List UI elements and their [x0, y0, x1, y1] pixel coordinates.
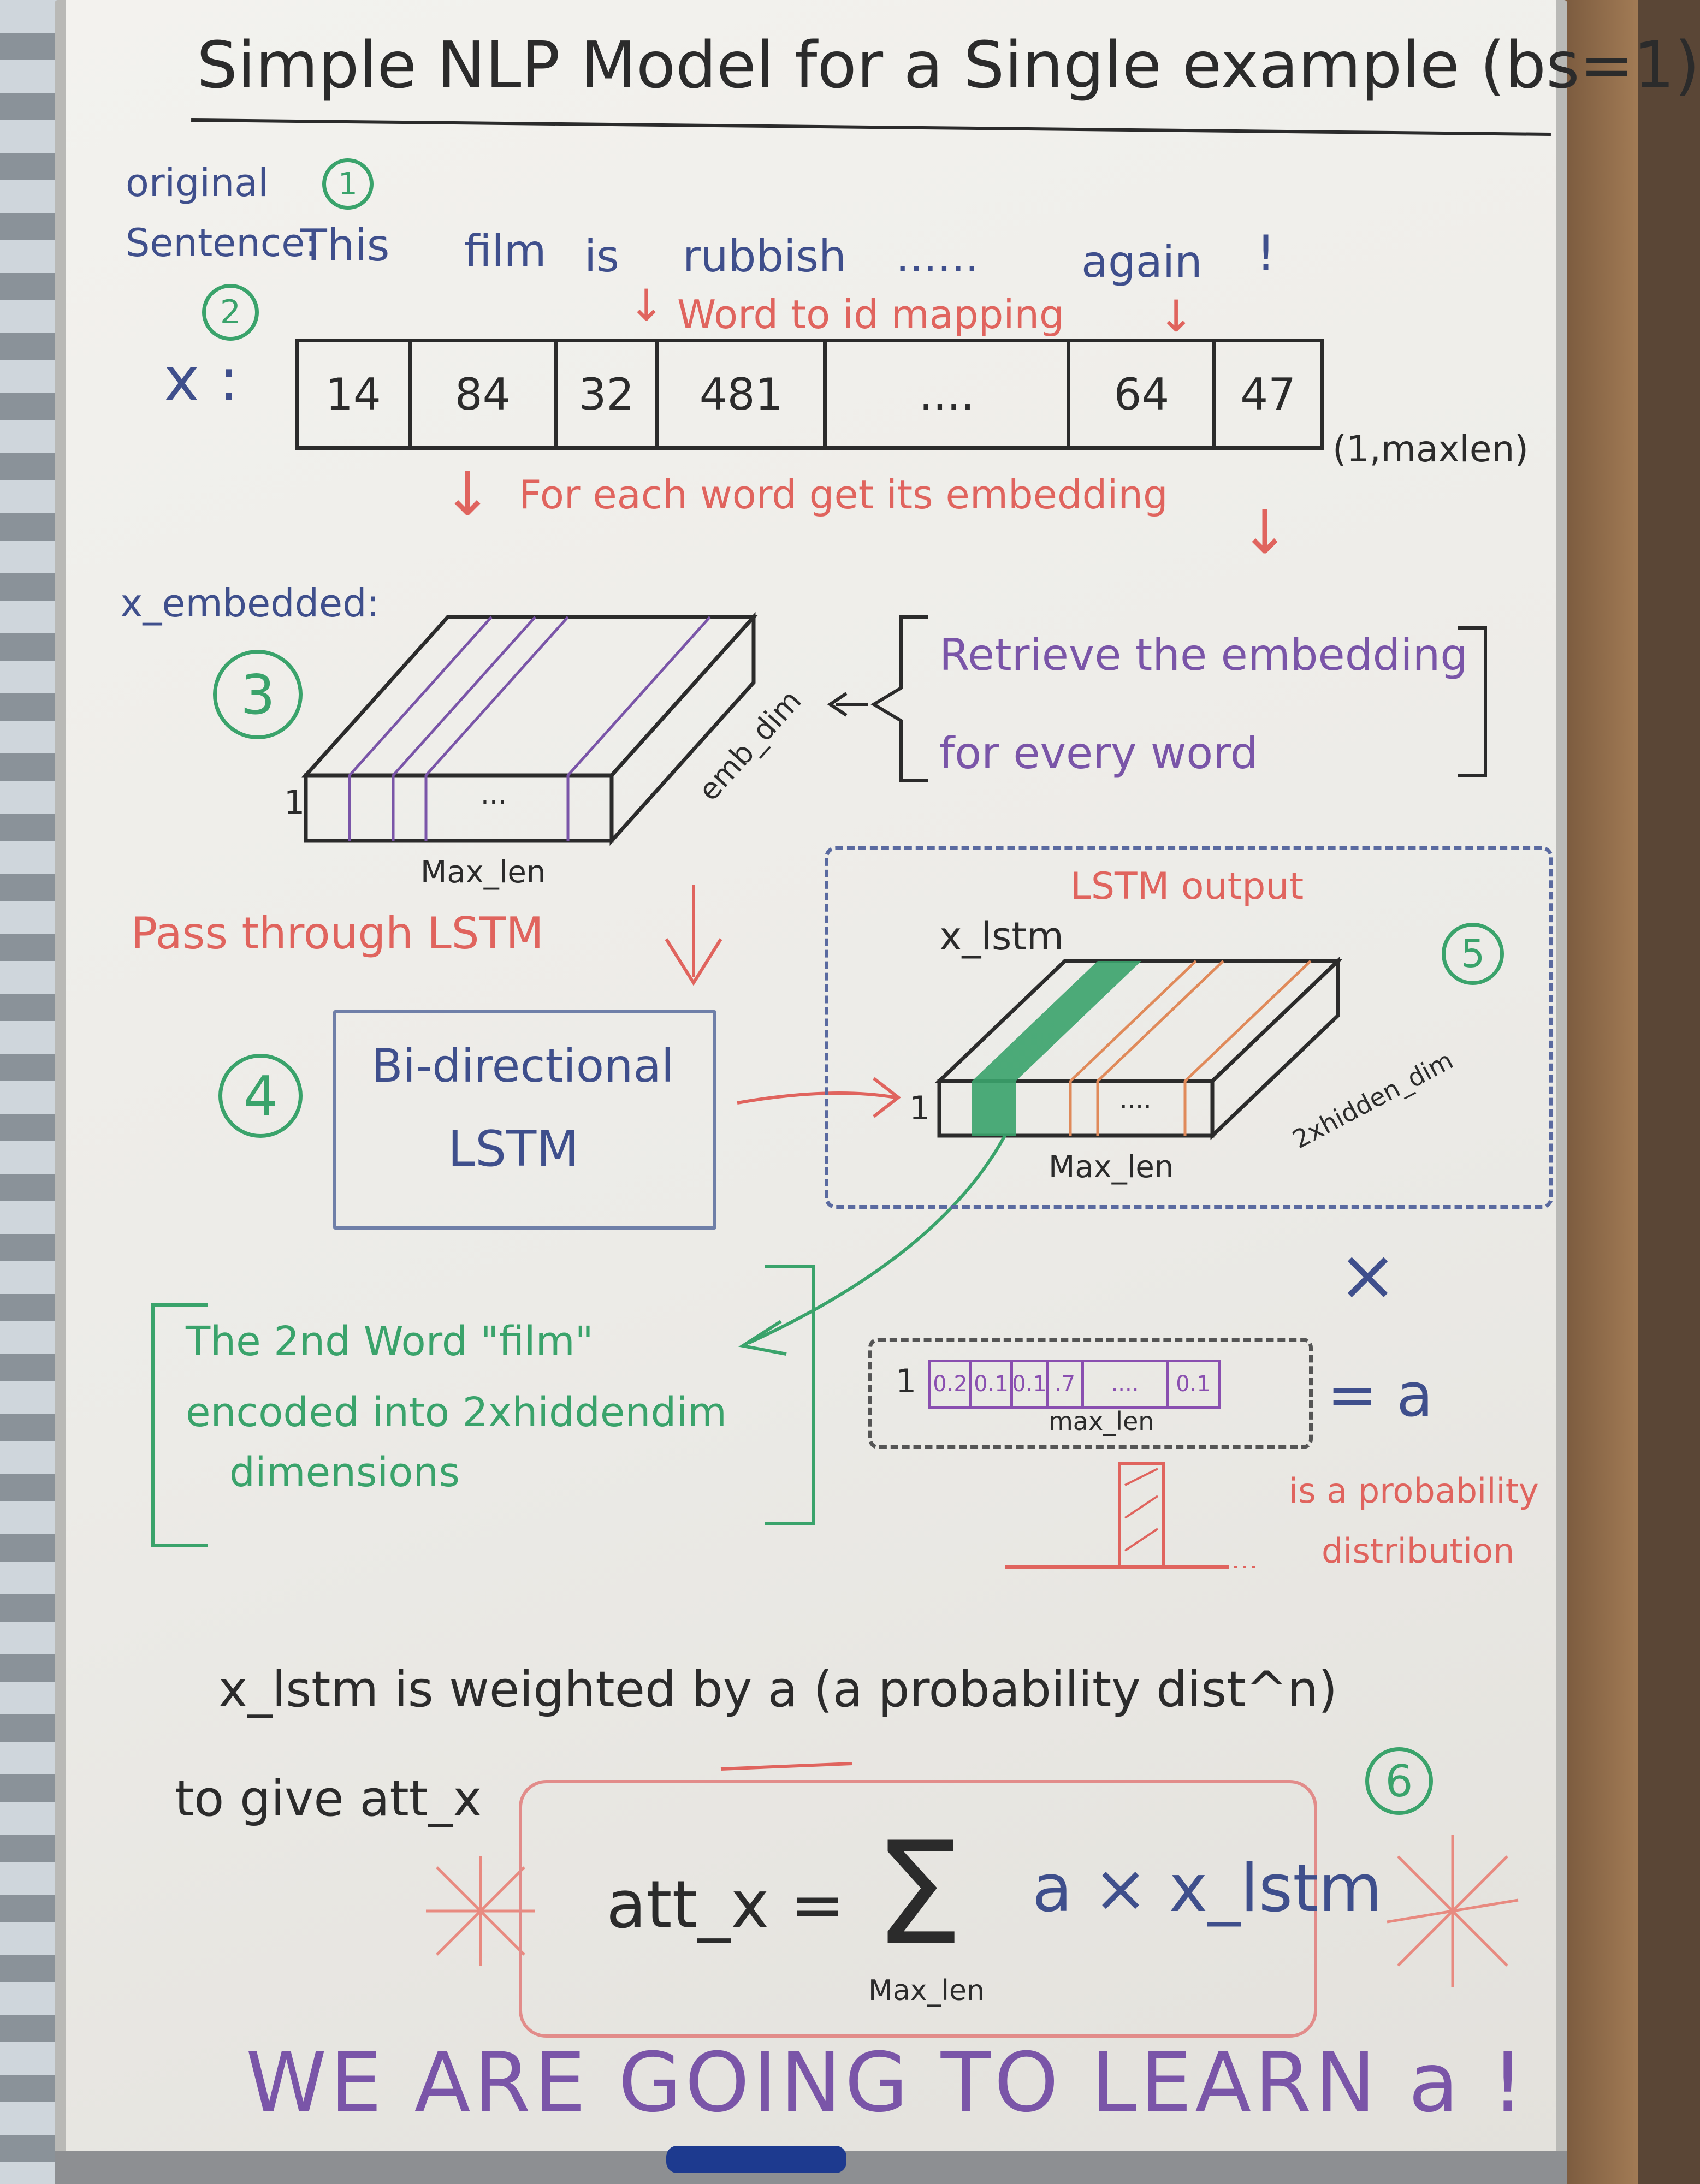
- id-cell: 481: [659, 342, 827, 446]
- marker-pen: [666, 2146, 846, 2173]
- a-cell: 0.1: [1176, 1372, 1211, 1397]
- formula-lhs: att_x =: [606, 1867, 845, 1943]
- lstm-green-column: [972, 961, 1141, 1136]
- wooden-shelf: [1562, 0, 1638, 2184]
- a-vector-equals: = a: [1327, 1360, 1434, 1430]
- mapping-arrow-right: ↓: [1158, 291, 1195, 342]
- lstm-output-region: [825, 846, 1553, 1209]
- pass-lstm-label: Pass through LSTM: [131, 908, 544, 959]
- retrieve-note-line1: Retrieve the embedding: [939, 630, 1468, 680]
- sentence-word-is: is: [584, 231, 619, 282]
- formula-sub: Max_len: [868, 1974, 985, 2007]
- give-line: to give att_x: [175, 1770, 482, 1827]
- page-title: Simple NLP Model for a Single example (b…: [197, 27, 1700, 103]
- attention-vector-region: [868, 1338, 1313, 1449]
- id-cell: 64: [1070, 342, 1217, 446]
- step-1-badge: 1: [322, 158, 374, 210]
- film-note-line1: The 2nd Word "film": [186, 1318, 594, 1365]
- embedding-tensor: [301, 612, 758, 846]
- a-cell: 0.1: [972, 1362, 1013, 1406]
- a-cell: .7: [1049, 1362, 1084, 1406]
- emb-dim-one: 1: [284, 784, 305, 822]
- id-sequence: 14 84 32 481 .... 64 47: [295, 339, 1324, 450]
- id-cell: 84: [412, 342, 558, 446]
- mapping-note: Word to id mapping: [677, 292, 1064, 337]
- x-embedded-label: x_embedded:: [120, 581, 380, 626]
- lstm-box-line2: LSTM: [448, 1120, 579, 1178]
- lstm-output-dots: ....: [1119, 1084, 1152, 1114]
- sentence-label-line2: Sentence:: [126, 221, 318, 265]
- times-sign: ×: [1338, 1233, 1397, 1316]
- a-vector-maxlen: max_len: [1049, 1406, 1154, 1436]
- lstm-output-maxlen: Max_len: [1049, 1149, 1174, 1185]
- lstm-output-title: LSTM output: [1070, 865, 1304, 908]
- x-shape: (1,maxlen): [1332, 428, 1529, 470]
- film-pointer: [738, 1135, 1006, 1356]
- pass-arrow: [665, 885, 722, 986]
- embedding-note: For each word get its embedding: [519, 472, 1168, 518]
- retrieve-bracket: [827, 615, 1487, 782]
- lstm-output-var: x_lstm: [939, 914, 1064, 959]
- embed-arrow-right: ↓: [1240, 497, 1290, 567]
- weighted-line: x_lstm is weighted by a (a probability d…: [218, 1661, 1338, 1718]
- lstm-output-one: 1: [909, 1089, 931, 1127]
- conclusion: WE ARE GOING TO LEARN a !: [246, 2035, 1527, 2130]
- sentence-word-again: again: [1081, 236, 1203, 287]
- formula-box: [519, 1780, 1317, 2038]
- id-cell: ....: [827, 342, 1071, 446]
- lstm-orange-columns: [1069, 960, 1312, 1136]
- step-6-badge: 6: [1365, 1747, 1433, 1815]
- step-2-badge: 2: [202, 284, 259, 341]
- embed-arrow-left: ↓: [442, 459, 493, 529]
- whiteboard: Simple NLP Model for a Single example (b…: [66, 0, 1700, 2157]
- formula-rhs: a × x_lstm: [1032, 1851, 1383, 1927]
- a-cell: ....: [1084, 1362, 1169, 1406]
- distribution-sketch: [1005, 1462, 1256, 1569]
- id-cell: 14: [299, 342, 412, 446]
- film-note-line2: encoded into 2xhiddendim: [186, 1389, 727, 1436]
- id-cell: 32: [558, 342, 660, 446]
- x-label: x :: [164, 345, 239, 414]
- id-cell: 47: [1240, 369, 1296, 420]
- sentence-word-rubbish: rubbish: [683, 231, 846, 282]
- prob-note-line1: is a probability: [1289, 1471, 1539, 1511]
- step-5-badge: 5: [1442, 923, 1504, 985]
- embedding-columns: [348, 616, 711, 841]
- sentence-word-ellipsis: ......: [896, 231, 979, 282]
- sentence-word-film: film: [464, 225, 547, 276]
- sentence-label-line1: original: [126, 161, 269, 205]
- sentence-word-exclaim: !: [1256, 225, 1276, 282]
- retrieve-note-line2: for every word: [939, 728, 1258, 779]
- emb-dim-maxlen: Max_len: [420, 854, 546, 890]
- lstm-output-tensor: [934, 956, 1343, 1141]
- lstm-box-line1: Bi-directional: [371, 1039, 674, 1093]
- star-right: [1387, 1835, 1519, 1987]
- diagram-drawings: [151, 612, 1519, 1987]
- a-vector-one: 1: [896, 1362, 917, 1400]
- emb-dim-dots: ...: [481, 779, 507, 810]
- mapping-arrow-left: ↓: [628, 280, 665, 331]
- film-note-bracket: [151, 1265, 815, 1547]
- sentence-word-this: This: [300, 220, 390, 271]
- a-cell: 0.1: [1012, 1362, 1049, 1406]
- lstm-box: [333, 1010, 716, 1230]
- step-3-badge: 3: [213, 650, 303, 739]
- a-cell: 0.2: [931, 1362, 972, 1406]
- film-note-line3: dimensions: [229, 1449, 460, 1496]
- underline-mark: [720, 1762, 852, 1771]
- formula-sigma: Σ: [874, 1812, 964, 1977]
- attention-vector: 0.2 0.1 0.1 .7 .... 0.1: [928, 1360, 1221, 1409]
- star-left: [426, 1856, 535, 1966]
- prob-note-line2: distribution: [1322, 1531, 1515, 1571]
- lstm-to-output-arrow: [737, 1077, 901, 1118]
- step-4-badge: 4: [218, 1054, 303, 1138]
